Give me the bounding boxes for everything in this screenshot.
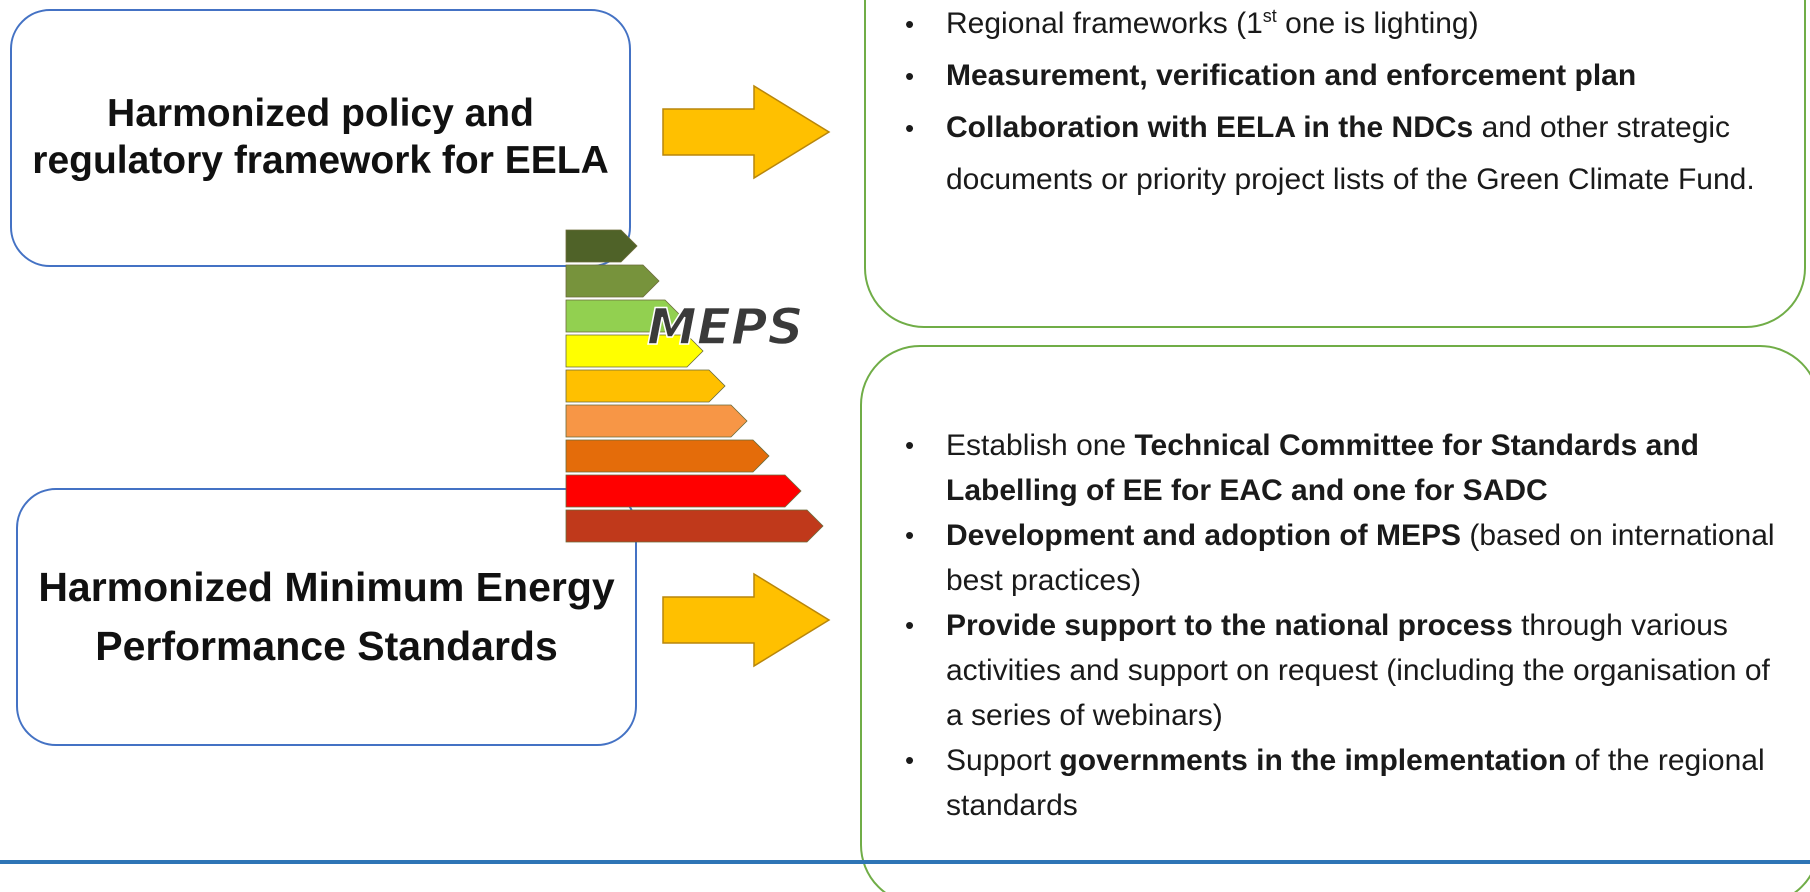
policy-framework-title: Harmonized policy and regulatory framewo…: [32, 92, 609, 182]
bottom_box-item: Establish one Technical Committee for St…: [905, 423, 1785, 513]
efficiency-bar: [565, 334, 704, 368]
policy-framework-box: Harmonized policy and regulatory framewo…: [10, 9, 631, 267]
policy-activities-list: Regional frameworks (1st one is lighting…: [905, 0, 1785, 206]
bullet-text: Collaboration with EELA in the NDCs: [946, 111, 1474, 144]
efficiency-bar: [565, 509, 824, 543]
meps-standards-box: Harmonized Minimum Energy Performance St…: [16, 488, 637, 746]
energy-label-icon: MEPS: [565, 229, 824, 543]
right-arrow-icon: [662, 84, 831, 180]
bullet-text: one is lighting): [1276, 7, 1479, 40]
top_box-item: Collaboration with EELA in the NDCs and …: [905, 102, 1785, 206]
bullet-text: governments in the implementation: [1059, 744, 1567, 777]
footer-divider: [0, 860, 1810, 864]
bullet-text: st: [1262, 6, 1277, 26]
efficiency-bar: [565, 229, 638, 263]
bullet-text: and other strategic documents or priorit…: [946, 111, 1755, 196]
bullet-text: of the regional standards: [946, 744, 1765, 822]
bullet-text: Support: [946, 744, 1060, 777]
efficiency-bar: [565, 474, 802, 508]
bullet-text: Establish one: [946, 429, 1135, 462]
top_box-item: Measurement, verification and enforcemen…: [905, 50, 1785, 102]
bullet-text: Regional frameworks (1: [946, 7, 1263, 40]
bullet-text: Provide support to the national process: [946, 609, 1513, 642]
bullet-text: through various activities and support o…: [946, 609, 1770, 732]
meps-standards-title: Harmonized Minimum Energy Performance St…: [38, 563, 615, 669]
bullet-text: Measurement, verification and enforcemen…: [946, 59, 1637, 92]
efficiency-bar: [565, 264, 660, 298]
efficiency-bar: [565, 404, 748, 438]
bullet-text: Technical Committee for Standards and La…: [946, 429, 1700, 507]
bottom_box-item: Provide support to the national process …: [905, 603, 1785, 738]
top_box-item: Regional frameworks (1st one is lighting…: [905, 0, 1785, 50]
bottom_box-item: Support governments in the implementatio…: [905, 738, 1785, 828]
bottom_box-item: Development and adoption of MEPS (based …: [905, 513, 1785, 603]
bullet-text: (based on international best practices): [946, 519, 1775, 597]
right-arrow-icon: [662, 572, 831, 668]
meps-activities-list: Establish one Technical Committee for St…: [905, 423, 1785, 828]
efficiency-bar: [565, 299, 682, 333]
efficiency-bar: [565, 369, 726, 403]
efficiency-bar: [565, 439, 770, 473]
meps-label-text: MEPS: [647, 298, 804, 356]
bullet-text: Development and adoption of MEPS: [946, 519, 1462, 552]
